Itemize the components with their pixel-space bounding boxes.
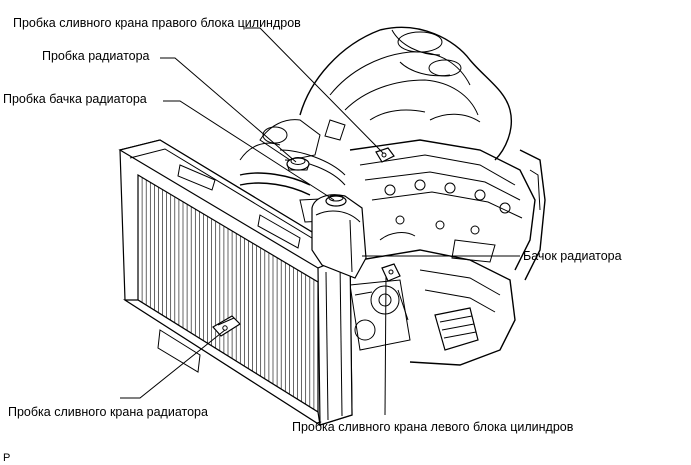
radiator-cap: [286, 157, 310, 171]
label-right-bank-drain-plug: Пробка сливного крана правого блока цили…: [13, 16, 301, 30]
radiator: [118, 139, 353, 427]
engine-block: [239, 26, 546, 366]
label-radiator-cap: Пробка радиатора: [42, 49, 150, 63]
corner-mark: P: [3, 452, 10, 464]
radiator-fins: [141, 177, 315, 410]
right-bank-drain-plug: [375, 147, 395, 163]
label-reservoir-cap: Пробка бачка радиатора: [3, 92, 147, 106]
label-reservoir-tank: Бачок радиатора: [523, 249, 622, 263]
leader-lines: [120, 27, 520, 416]
left-bank-drain-plug: [381, 263, 401, 282]
label-left-bank-drain-plug: Пробка сливного крана левого блока цилин…: [292, 420, 574, 434]
label-radiator-drain-plug: Пробка сливного крана радиатора: [8, 405, 208, 419]
